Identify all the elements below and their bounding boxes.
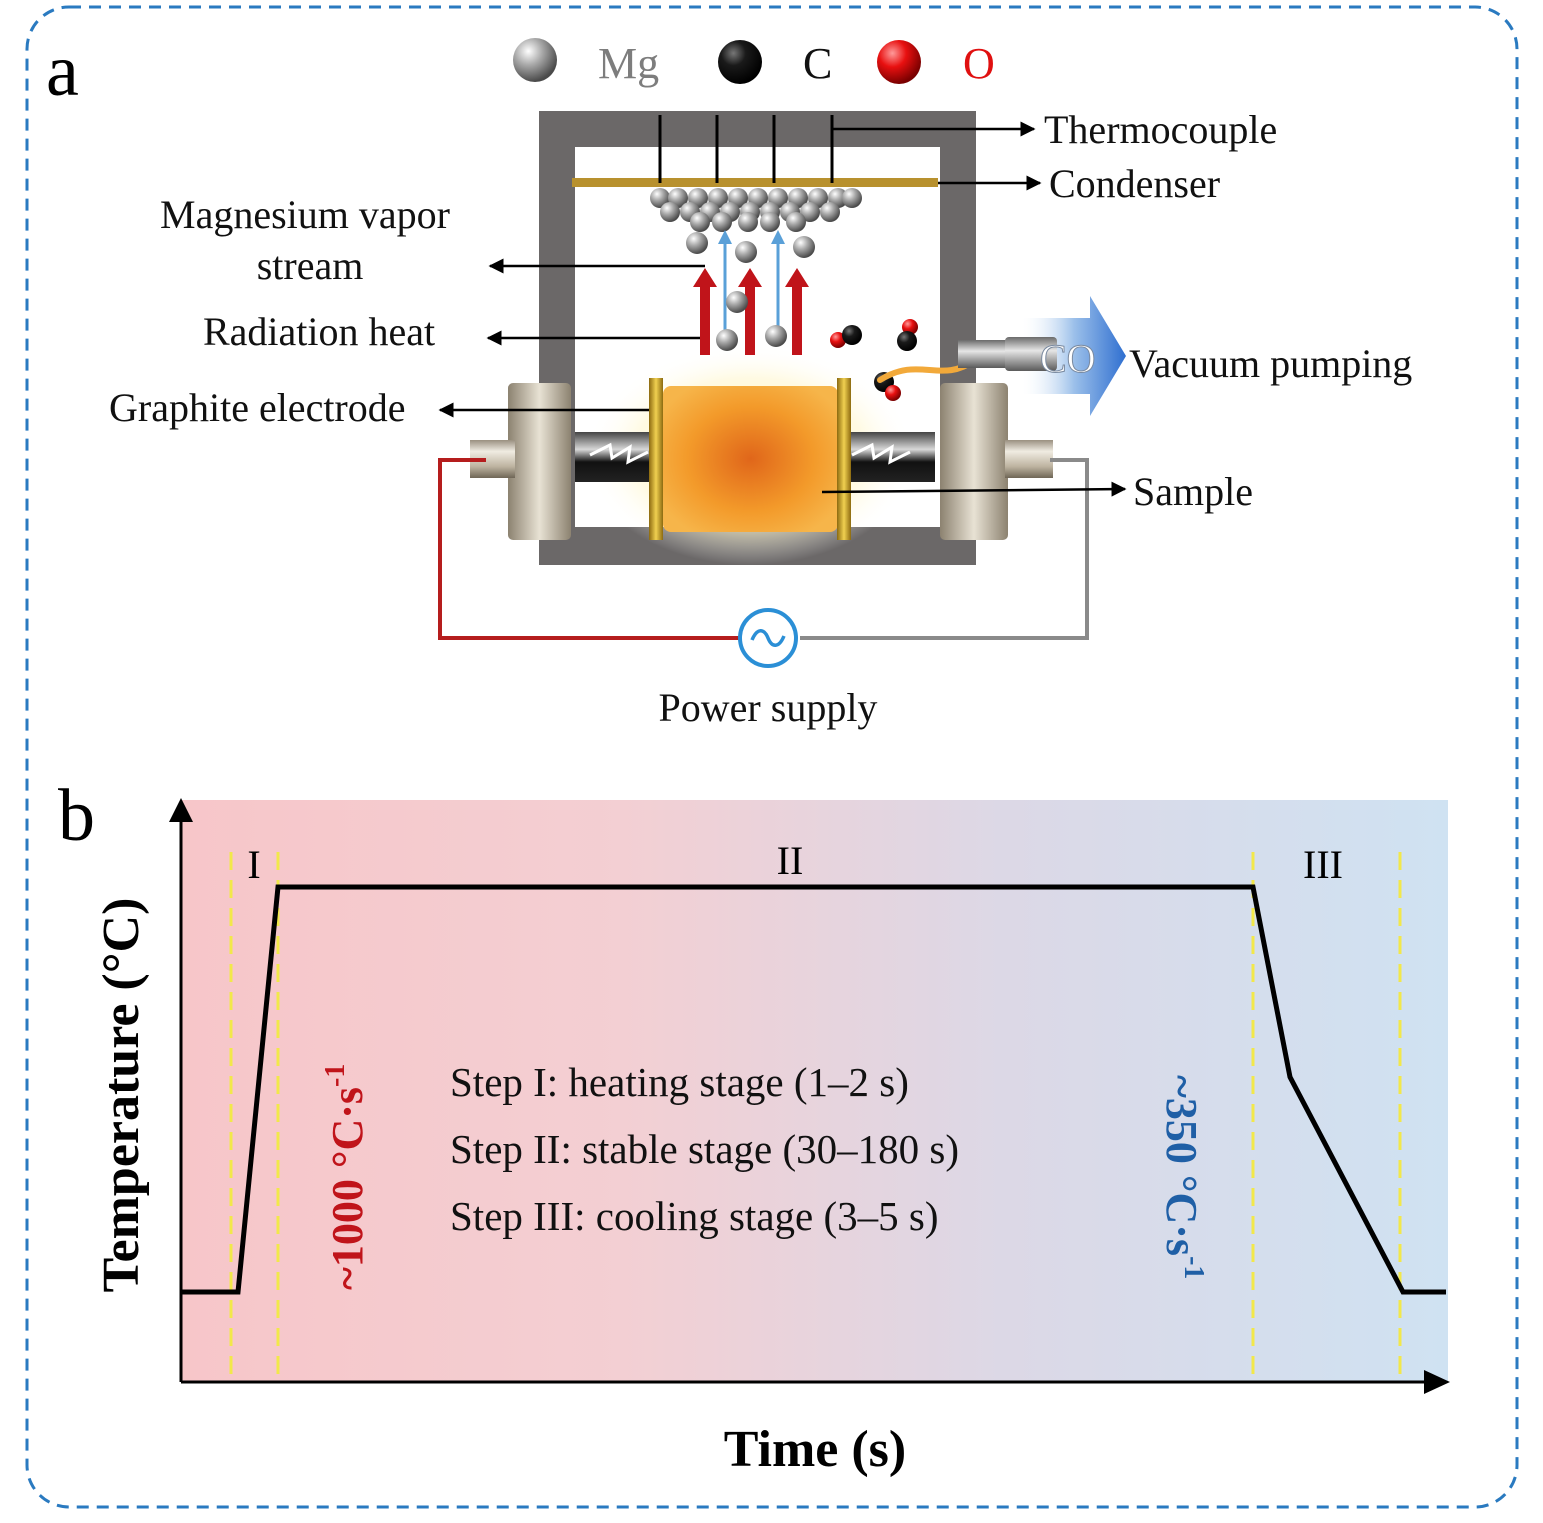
left-flange <box>470 383 571 540</box>
ac-power-icon <box>738 608 798 668</box>
c-legend-atom <box>718 40 762 84</box>
y-axis-arrow-icon <box>169 798 193 822</box>
stage-background <box>181 800 1448 1382</box>
stage-iii-label: III <box>1303 842 1343 887</box>
heating-rate-value: ~1000 °C·s <box>323 1087 372 1290</box>
condensed-mg-atom <box>712 212 732 232</box>
vapor-label-line2: stream <box>257 243 364 288</box>
vacuum-pipe <box>958 340 1012 368</box>
c-legend-label: C <box>803 39 832 88</box>
stage-ii-label: II <box>777 838 804 883</box>
heating-rate-label: ~1000 °C·s-1 <box>320 1064 372 1290</box>
panel-a-letter: a <box>46 30 79 112</box>
condensed-mg-atom <box>800 202 820 222</box>
sample-block <box>663 386 838 532</box>
thermocouple-label: Thermocouple <box>1044 107 1277 152</box>
atom-legend: Mg C O <box>513 38 995 88</box>
electrode-label: Graphite electrode <box>109 385 406 430</box>
heating-rate-exponent: -1 <box>320 1064 351 1087</box>
radiation-heat-arrows <box>693 268 809 355</box>
vapor-mg-atoms <box>686 232 815 351</box>
stage-dividers <box>229 852 1402 1382</box>
x-axis-arrow-icon <box>1424 1370 1450 1394</box>
panel-b: b I II III ~1000 °C·s-1 ~350 °C·s-1 <box>58 775 1450 1478</box>
condenser-label: Condenser <box>1049 161 1220 206</box>
condensed-mg-atom <box>820 202 840 222</box>
right-flange <box>940 383 1053 540</box>
panel-a: a Mg C O <box>46 30 1412 730</box>
condensed-mg-atom <box>738 212 758 232</box>
condenser-plate <box>572 178 938 187</box>
y-axis-title: Temperature (°C) <box>93 898 150 1293</box>
axes <box>169 798 1450 1394</box>
cooling-rate-exponent: -1 <box>1178 1256 1209 1279</box>
condensed-mg-atom <box>760 212 780 232</box>
o-legend-label: O <box>963 39 995 88</box>
mg-legend-label: Mg <box>598 39 659 88</box>
cold-wire <box>800 458 1089 640</box>
condensed-mg-atom <box>660 202 680 222</box>
right-spark-icon <box>851 442 911 465</box>
mg-legend-atom <box>513 38 557 82</box>
condensed-mg-cluster <box>650 188 862 232</box>
cooling-rate-value: ~350 °C·s <box>1157 1075 1206 1256</box>
callout-arrows <box>438 121 1127 497</box>
radiation-label: Radiation heat <box>203 309 435 354</box>
hot-wire <box>438 458 740 640</box>
vacuum-arrow <box>1022 296 1126 416</box>
panel-b-letter: b <box>58 775 95 857</box>
left-electrode-plate <box>649 378 663 540</box>
vacuum-pipe-connector <box>1005 337 1057 371</box>
o-legend-atom <box>877 40 921 84</box>
temperature-profile-line <box>181 884 1446 1295</box>
step-ii-description: Step II: stable stage (30–180 s) <box>450 1126 959 1172</box>
left-spark-icon <box>589 442 649 465</box>
condensed-mg-atom <box>650 188 670 208</box>
right-electrode-plate <box>837 378 851 540</box>
vapor-arrows <box>718 230 785 330</box>
step-iii-description: Step III: cooling stage (3–5 s) <box>450 1193 938 1239</box>
sample-label: Sample <box>1133 469 1253 514</box>
condensed-mg-atom <box>842 188 862 208</box>
step-i-description: Step I: heating stage (1–2 s) <box>450 1059 909 1105</box>
co-label: CO <box>1040 336 1096 381</box>
thermocouples <box>658 115 834 183</box>
condensed-mg-atom <box>786 212 806 232</box>
stage-i-label: I <box>247 842 260 887</box>
cooling-rate-label: ~350 °C·s-1 <box>1157 1075 1209 1279</box>
outer-frame <box>25 5 1519 1509</box>
condensed-mg-atom <box>690 212 710 232</box>
x-axis-title: Time (s) <box>724 1421 906 1478</box>
vapor-label-line1: Magnesium vapor <box>160 192 450 237</box>
power-supply-label: Power supply <box>659 685 878 730</box>
vacuum-label: Vacuum pumping <box>1129 341 1412 386</box>
